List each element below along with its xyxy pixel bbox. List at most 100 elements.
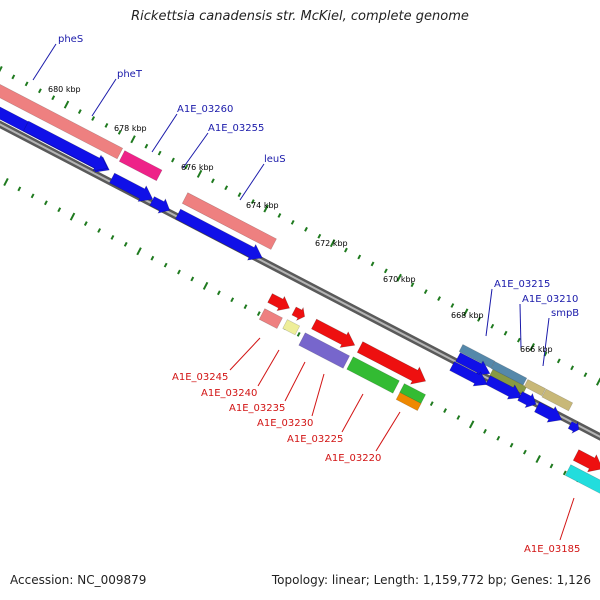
gene-label-a1e-03220: A1E_03220 [325, 453, 381, 464]
cds-forward [534, 401, 563, 423]
ruler-tick [163, 262, 168, 268]
ruler-tick [370, 261, 375, 267]
gene-a1e-03235 [298, 332, 350, 369]
gene-label-a1e-03245: A1E_03245 [172, 372, 228, 383]
ruler-label: 674 kbp [246, 201, 279, 210]
ruler-label: 670 kbp [383, 275, 416, 284]
ruler-tick [250, 199, 255, 205]
gene-a1e-03240 [282, 319, 301, 336]
callout-line [239, 163, 265, 201]
ruler-tick [535, 455, 541, 464]
callout-line [485, 288, 493, 337]
ruler-tick [3, 177, 9, 187]
ruler-tick [110, 234, 115, 240]
ruler-tick [256, 311, 261, 317]
gene-label-leus: leuS [264, 154, 286, 165]
ruler-tick [490, 323, 495, 329]
ruler-tick [117, 129, 122, 135]
ruler-tick [196, 169, 203, 178]
ruler-tick [503, 330, 508, 336]
gene-a1e-03210 [490, 361, 528, 386]
cds-reverse [572, 449, 600, 473]
ruler-tick [51, 95, 56, 101]
ruler-tick [516, 337, 521, 343]
ruler-tick [224, 185, 229, 191]
ruler-tick [57, 207, 62, 213]
ruler-tick [150, 255, 155, 261]
cds-forward [149, 196, 171, 214]
ruler-tick [123, 241, 128, 247]
ruler-tick [184, 164, 189, 170]
gene-a1e-03215 [458, 344, 496, 369]
gene-a1e-03260 [118, 150, 163, 182]
ruler-tick [583, 372, 588, 378]
ruler-tick [396, 273, 402, 282]
figure-title: Rickettsia canadensis str. McKiel, compl… [131, 9, 469, 24]
ruler-tick [210, 178, 215, 184]
ruler-tick [329, 239, 336, 248]
gene-label-phes: pheS [58, 34, 83, 45]
ruler-tick [317, 233, 322, 239]
ruler-tick [263, 204, 269, 213]
cds-forward [109, 172, 154, 202]
ruler-labels: 680 kbp 678 kbp 676 kbp 674 kbp 672 kbp … [48, 85, 553, 354]
ruler-tick [529, 343, 535, 352]
ruler-label: 676 kbp [181, 163, 214, 172]
ruler-tick [549, 463, 554, 469]
ruler-tick [443, 408, 447, 413]
cds-forward [455, 352, 491, 376]
ruler-tick [410, 282, 415, 288]
gene-label-a1e-03240: A1E_03240 [201, 388, 257, 399]
ruler-tick [522, 449, 527, 455]
callout-line [257, 349, 280, 387]
ruler-tick [429, 401, 434, 407]
callout-line [284, 361, 306, 402]
callout-line [519, 303, 522, 349]
ruler-tick [290, 219, 295, 225]
ruler-tick [509, 442, 514, 448]
accession-text: Accession: NC_009879 [10, 573, 147, 587]
ruler-tick [450, 303, 455, 308]
gene-label-smpb: smpB [551, 308, 579, 319]
ruler-tick [462, 308, 469, 317]
genome-summary-text: Topology: linear; Length: 1,159,772 bp; … [271, 573, 591, 587]
ruler-tick [202, 281, 209, 290]
ruler-tick [136, 247, 142, 256]
ruler-tick [0, 65, 3, 73]
ruler-tick [30, 193, 35, 199]
ruler-tick [496, 435, 501, 441]
callout-line [151, 113, 178, 153]
gene-label-a1e-03260: A1E_03260 [177, 104, 233, 115]
gene-label-a1e-03230: A1E_03230 [257, 418, 313, 429]
ruler-tick [437, 296, 441, 301]
ruler-tick [243, 304, 248, 310]
cds-forward [175, 208, 263, 261]
callout-line [182, 132, 209, 169]
gene-label-a1e-03215: A1E_03215 [494, 279, 550, 290]
ruler-tick [190, 276, 195, 282]
ruler-tick [304, 226, 308, 232]
callout-line [341, 393, 364, 433]
ruler-tick [83, 221, 88, 226]
gene-leus [181, 192, 277, 250]
gene-label-a1e-03185: A1E_03185 [524, 544, 580, 555]
ruler-tick [157, 150, 162, 156]
callout-line [91, 78, 117, 117]
cds-forward [485, 375, 523, 400]
callout-line [559, 497, 575, 541]
ruler-tick [570, 365, 575, 371]
cds-reverse [267, 293, 290, 312]
ruler-tick [483, 428, 487, 434]
ruler-label: 678 kbp [114, 124, 147, 133]
callout-line [542, 317, 550, 367]
gene-label-a1e-03255: A1E_03255 [208, 123, 264, 134]
gene-label-a1e-03225: A1E_03225 [287, 434, 343, 445]
ruler-tick [91, 116, 96, 121]
gene-label-a1e-03210: A1E_03210 [522, 294, 578, 305]
ruler-tick [468, 420, 475, 429]
ruler-tick [344, 247, 348, 253]
ruler-tick [357, 254, 362, 260]
gene-phet [0, 84, 124, 160]
